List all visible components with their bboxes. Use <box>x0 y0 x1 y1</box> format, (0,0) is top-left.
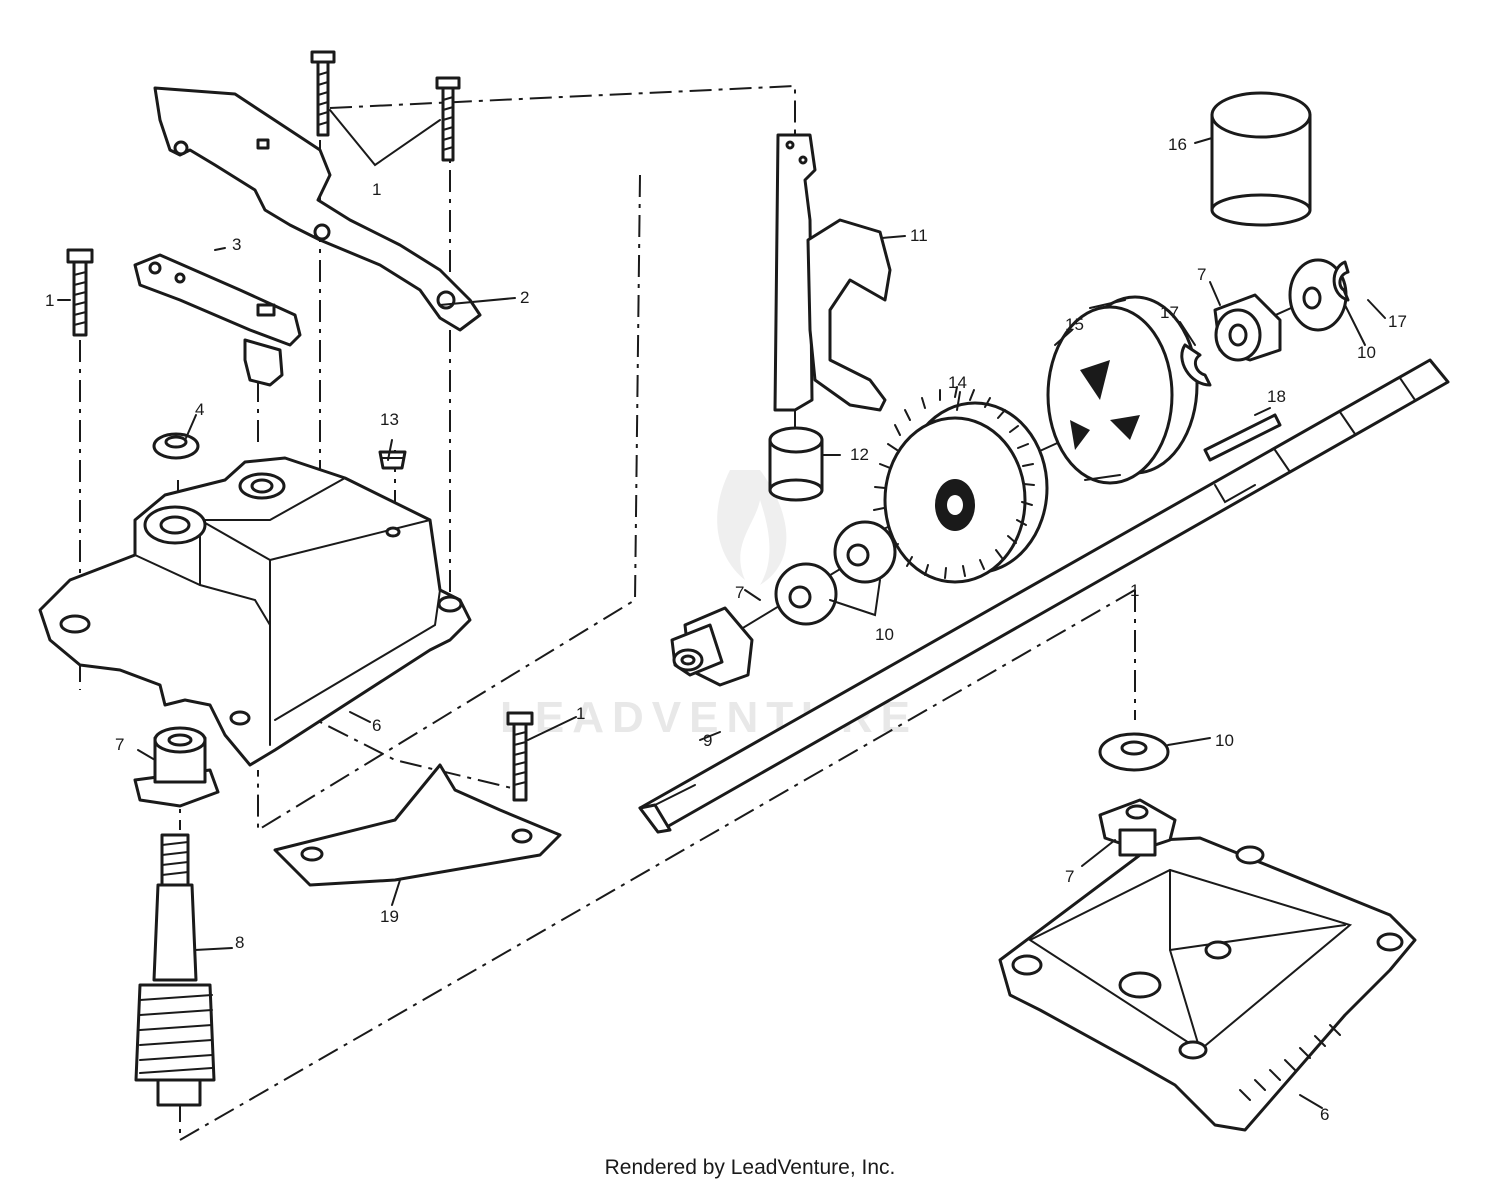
footer-credit: Rendered by LeadVenture, Inc. <box>604 1156 896 1179</box>
callout-17-left: 17 <box>1160 303 1179 322</box>
callout-8: 8 <box>235 933 244 952</box>
callout-17-right: 17 <box>1388 312 1407 331</box>
part-bushing-left <box>133 726 220 808</box>
part-bolt-center <box>506 711 534 802</box>
part-washer-4 <box>152 432 200 460</box>
part-shift-fork <box>773 133 892 412</box>
callout-1-center: 1 <box>576 704 585 723</box>
callout-12: 12 <box>850 445 869 464</box>
part-key <box>1203 413 1282 462</box>
part-clutch-pulley <box>1046 295 1199 485</box>
callout-7-center: 7 <box>735 583 744 602</box>
leader-lines <box>57 137 1386 1109</box>
part-hardware-bottom-right <box>1098 732 1177 857</box>
part-helical-gear <box>873 386 1049 584</box>
callout-1-left: 1 <box>45 291 54 310</box>
callout-7-right: 7 <box>1197 265 1206 284</box>
part-main-shaft <box>638 358 1450 834</box>
part-plate <box>273 763 562 887</box>
callout-10-right: 10 <box>1357 343 1376 362</box>
callout-14: 14 <box>948 373 967 392</box>
callout-10-bottom: 10 <box>1215 731 1234 750</box>
callout-10-center: 10 <box>875 625 894 644</box>
part-bolt-left <box>66 248 94 337</box>
part-lever <box>133 253 302 387</box>
callout-4: 4 <box>195 400 204 419</box>
callout-13: 13 <box>380 410 399 429</box>
part-plug <box>378 450 407 470</box>
part-hardware-right <box>1180 258 1350 387</box>
callout-1-right: 1 <box>1130 581 1139 600</box>
callout-7-left: 7 <box>115 735 124 754</box>
part-washers-center <box>774 520 897 626</box>
callout-labels: 1 1 1 1 2 3 4 6 6 7 7 7 7 8 9 10 10 10 1… <box>45 135 1407 1124</box>
callout-9: 9 <box>703 731 712 750</box>
part-gear-case-bottom <box>998 836 1417 1132</box>
callout-18: 18 <box>1267 387 1286 406</box>
part-worm-shaft <box>134 833 216 1107</box>
callout-7-bottom: 7 <box>1065 867 1074 886</box>
callout-2: 2 <box>520 288 529 307</box>
part-sleeve-large <box>1210 91 1312 227</box>
callout-16: 16 <box>1168 135 1187 154</box>
part-sleeve <box>768 426 824 502</box>
part-bolts-top <box>310 50 461 167</box>
callout-6-top: 6 <box>372 716 381 735</box>
callout-6-bottom: 6 <box>1320 1105 1329 1124</box>
part-bracket <box>153 86 482 332</box>
callout-1-top: 1 <box>372 180 381 199</box>
part-gear-case-top <box>38 456 472 767</box>
callout-11: 11 <box>910 226 928 245</box>
callout-15: 15 <box>1065 315 1084 334</box>
callout-3: 3 <box>232 235 241 254</box>
part-bushing-center <box>670 606 754 687</box>
callout-19: 19 <box>380 907 399 926</box>
